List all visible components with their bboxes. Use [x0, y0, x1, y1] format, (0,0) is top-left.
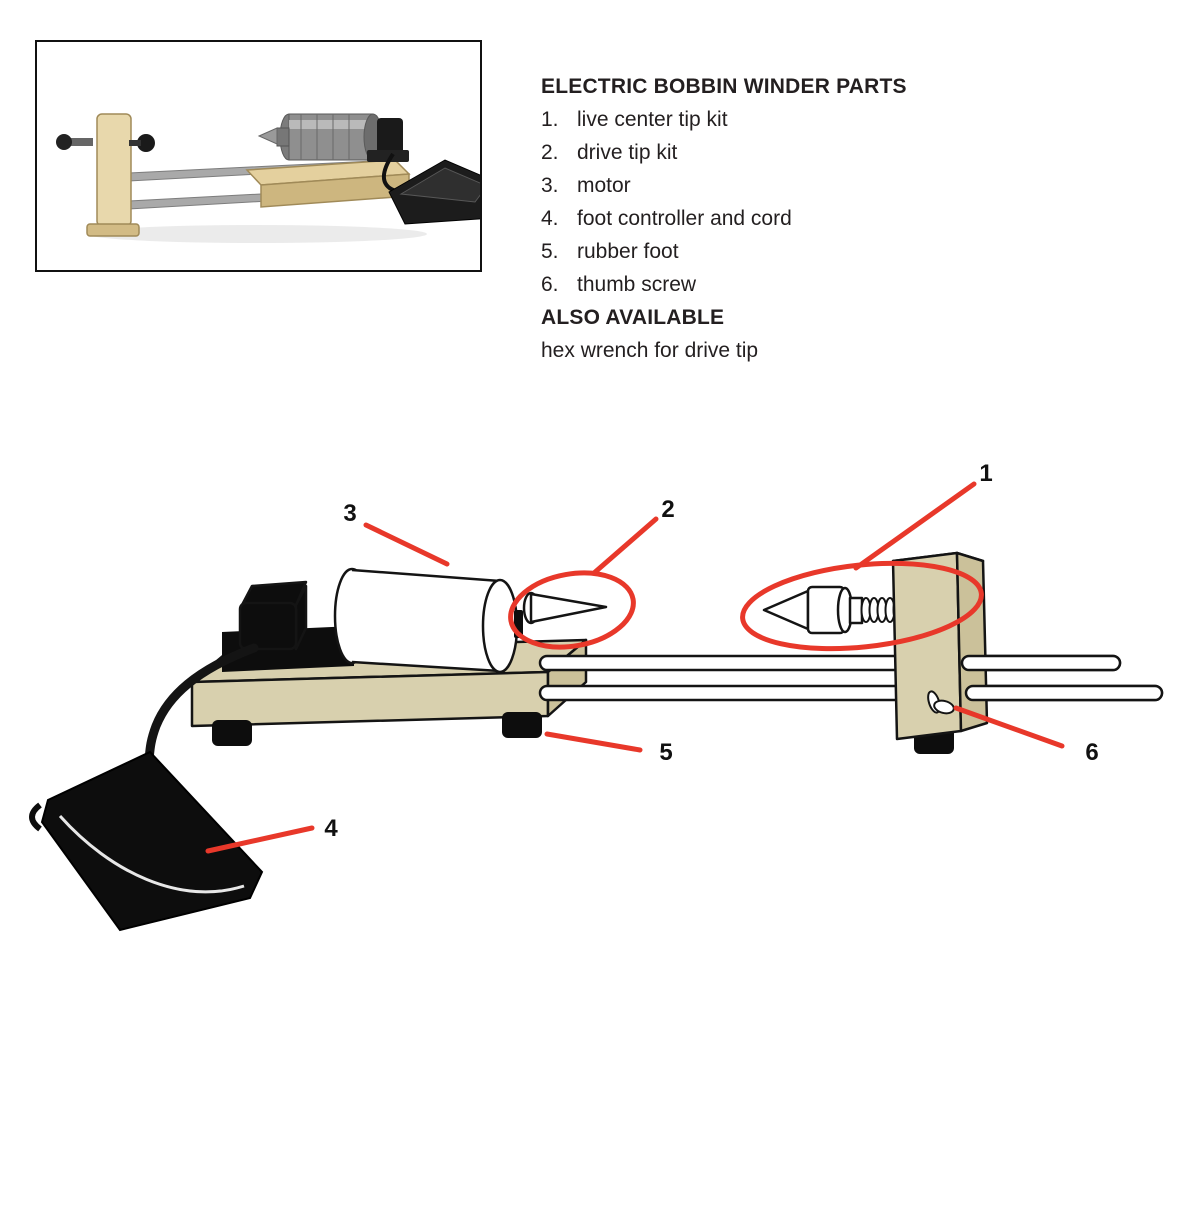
thumb-screw [927, 690, 955, 715]
part-item: 6. thumb screw [541, 268, 1141, 301]
part-label: thumb screw [577, 273, 697, 296]
also-available-title: ALSO AVAILABLE [541, 306, 725, 329]
part-label: motor [577, 174, 631, 197]
drive-tip-kit [514, 591, 608, 638]
power-switch [238, 580, 308, 651]
photo-drive-tip [257, 127, 278, 145]
photo-screw-knob [56, 134, 72, 150]
part-label: live center tip kit [577, 108, 728, 131]
callout-label-6: 6 [1085, 739, 1098, 766]
callout-line-5 [544, 731, 643, 753]
photo-screw-shaft [67, 138, 93, 146]
part-number: 6. [541, 273, 559, 296]
part-number: 3. [541, 174, 559, 197]
part-number: 1. [541, 108, 559, 131]
part-number: 2. [541, 141, 559, 164]
callout-label-3: 3 [343, 500, 356, 527]
part-item: 2. drive tip kit [541, 136, 1141, 169]
product-photo-frame [35, 40, 482, 272]
product-photo [56, 113, 480, 243]
part-number: 5. [541, 240, 559, 263]
bobbin-winder-diagram: 1 2 3 4 5 6 [29, 460, 1164, 932]
photo-knob [137, 134, 155, 152]
rubber-foot-left [212, 720, 252, 746]
photo-shadow [87, 225, 427, 243]
parts-info: ELECTRIC BOBBIN WINDER PARTS 1. live cent… [541, 70, 1141, 367]
callout-line-6 [953, 705, 1065, 749]
photo-foot-pedal [381, 152, 480, 225]
also-available-item: hex wrench for drive tip [541, 339, 759, 362]
pedal-highlight [58, 815, 245, 894]
foot-pedal [29, 750, 264, 932]
part-label: rubber foot [577, 240, 679, 263]
pedal-cord-loop [29, 802, 42, 832]
part-number: 4. [541, 207, 559, 230]
callout-line-3 [363, 522, 450, 567]
parts-list: 1. live center tip kit 2. drive tip kit 3.… [541, 103, 1141, 301]
callout-ellipse-2 [508, 570, 636, 650]
photo-clamp [367, 118, 409, 162]
photo-motor [257, 113, 383, 161]
photo-base [245, 159, 411, 208]
part-item: 5. rubber foot [541, 235, 1141, 268]
power-cord [144, 643, 259, 765]
part-label: foot controller and cord [577, 207, 792, 230]
callout-line-4 [205, 825, 315, 854]
callout-label-2: 2 [661, 496, 674, 523]
callout-label-5: 5 [659, 739, 672, 766]
live-center-tip-kit [762, 585, 904, 635]
part-item: 4. foot controller and cord [541, 202, 1141, 235]
motor [333, 567, 519, 674]
part-item: 3. motor [541, 169, 1141, 202]
callout-line-1 [853, 481, 977, 571]
guide-rod-upper-end [960, 654, 1122, 672]
part-label: drive tip kit [577, 141, 678, 164]
parts-title: ELECTRIC BOBBIN WINDER PARTS [541, 75, 907, 98]
diagram-area: 1 2 3 4 5 6 [0, 420, 1200, 1200]
photo-upright [56, 113, 155, 237]
rubber-foot-right [502, 712, 542, 738]
callout-label-1: 1 [979, 460, 992, 487]
callout-label-4: 4 [324, 815, 338, 842]
callout-line-2 [591, 516, 659, 576]
part-item: 1. live center tip kit [541, 103, 1141, 136]
guide-rod-lower-end [964, 684, 1164, 702]
